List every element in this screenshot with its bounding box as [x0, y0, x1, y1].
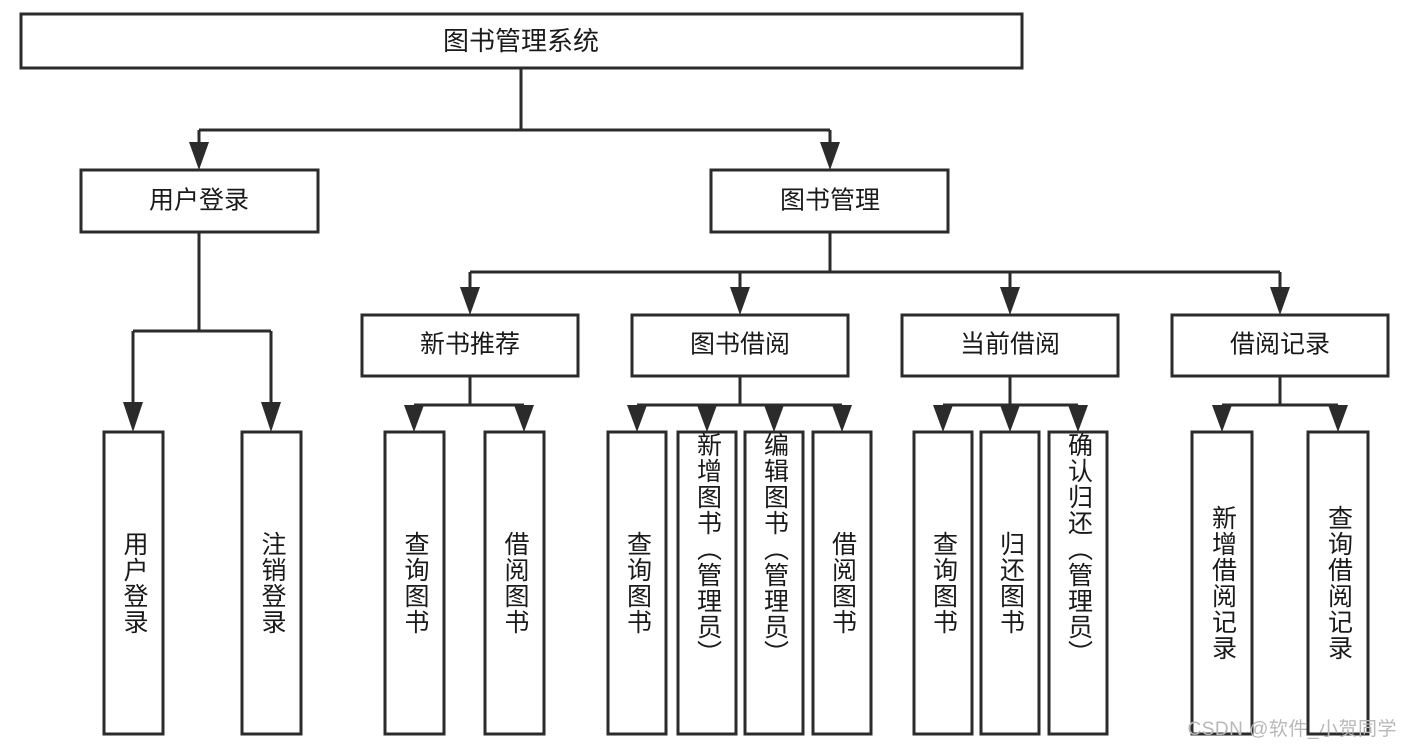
node-book-borrow-rect[interactable] — [630, 313, 850, 378]
connector-group-bookmanage-to-level3 — [460, 232, 1290, 315]
leaf-rect-book-borrow-3[interactable] — [743, 430, 805, 736]
leaf-rect-user-login-2[interactable] — [240, 430, 303, 736]
node-user-login-rect[interactable] — [79, 168, 320, 234]
connector-group-currentborrow-to-leaves — [933, 376, 1088, 432]
node-user-login[interactable]: 用户登录 — [79, 168, 320, 234]
leaf-rect-current-borrow-1[interactable] — [912, 430, 974, 736]
arrowhead-leaf-u1 — [123, 402, 143, 432]
leaf-rect-new-book-1[interactable] — [383, 430, 446, 736]
arrowhead-user-login — [189, 142, 209, 170]
leaf-rect-user-login-1[interactable] — [102, 430, 165, 736]
node-root[interactable]: 图书管理系统 — [19, 12, 1024, 70]
arrowhead-leaf-r1 — [1212, 405, 1232, 432]
leaf-rect-book-borrow-1[interactable] — [606, 430, 668, 736]
leaf-rect-current-borrow-3[interactable] — [1047, 430, 1109, 736]
node-current-borrow-label: 当前借阅 — [960, 331, 1060, 359]
node-book-borrow[interactable]: 图书借阅 — [630, 313, 850, 378]
arrowhead-leaf-b4 — [832, 405, 852, 432]
arrowhead-borrow-record — [1270, 287, 1290, 315]
connector-group-newbook-to-leaves — [404, 376, 534, 432]
node-current-borrow-rect[interactable] — [900, 313, 1120, 378]
connector-group-root-to-level2 — [189, 68, 840, 170]
arrowhead-book-borrow — [730, 287, 750, 315]
node-book-management-label: 图书管理 — [780, 187, 880, 215]
node-new-book-recommend-label: 新书推荐 — [420, 331, 520, 359]
leaf-boxes-borrow-records — [1190, 430, 1370, 736]
node-root-label: 图书管理系统 — [443, 26, 599, 56]
node-book-management-rect[interactable] — [709, 168, 950, 234]
leaf-rect-book-borrow-4[interactable] — [811, 430, 873, 736]
arrowhead-new-book — [460, 287, 480, 315]
csdn-watermark: CSDN @软件_小贺同学 — [1187, 719, 1397, 740]
leaf-boxes-current-borrow — [912, 430, 1109, 736]
node-new-book-recommend[interactable]: 新书推荐 — [360, 313, 580, 378]
connector-group-userlogin-to-leaves — [123, 232, 281, 432]
arrowhead-leaf-r2 — [1328, 405, 1348, 432]
leaf-boxes-new-book — [383, 430, 546, 736]
node-book-borrow-label: 图书借阅 — [690, 331, 790, 359]
arrowhead-leaf-b3 — [764, 405, 784, 432]
arrowhead-current-borrow — [1000, 287, 1020, 315]
arrowhead-leaf-b2 — [697, 405, 717, 432]
node-book-management[interactable]: 图书管理 — [709, 168, 950, 234]
arrowhead-leaf-u2 — [261, 402, 281, 432]
node-current-borrow[interactable]: 当前借阅 — [900, 313, 1120, 378]
arrowhead-leaf-n1 — [404, 405, 424, 432]
arrowhead-leaf-c2 — [1000, 405, 1020, 432]
arrowhead-book-manage — [820, 142, 840, 170]
arrowhead-leaf-c1 — [933, 405, 953, 432]
node-user-login-label: 用户登录 — [149, 187, 249, 215]
leaf-rect-borrow-records-1[interactable] — [1190, 430, 1254, 736]
connector-group-borrowrecord-to-leaves — [1212, 376, 1348, 432]
arrowhead-leaf-n2 — [514, 405, 534, 432]
leaf-rect-borrow-records-2[interactable] — [1306, 430, 1370, 736]
arrowhead-leaf-c3 — [1068, 405, 1088, 432]
leaf-rect-current-borrow-2[interactable] — [979, 430, 1041, 736]
node-root-rect[interactable] — [19, 12, 1024, 70]
node-borrow-records[interactable]: 借阅记录 — [1170, 313, 1390, 378]
node-new-book-recommend-rect[interactable] — [360, 313, 580, 378]
connector-group-bookborrow-to-leaves — [627, 376, 852, 432]
arrowhead-leaf-b1 — [627, 405, 647, 432]
leaf-rect-new-book-2[interactable] — [483, 430, 546, 736]
leaf-boxes-user-login — [102, 430, 303, 736]
node-borrow-records-rect[interactable] — [1170, 313, 1390, 378]
leaf-rect-book-borrow-2[interactable] — [676, 430, 738, 736]
node-borrow-records-label: 借阅记录 — [1230, 331, 1330, 359]
leaf-boxes-book-borrow — [606, 430, 873, 736]
